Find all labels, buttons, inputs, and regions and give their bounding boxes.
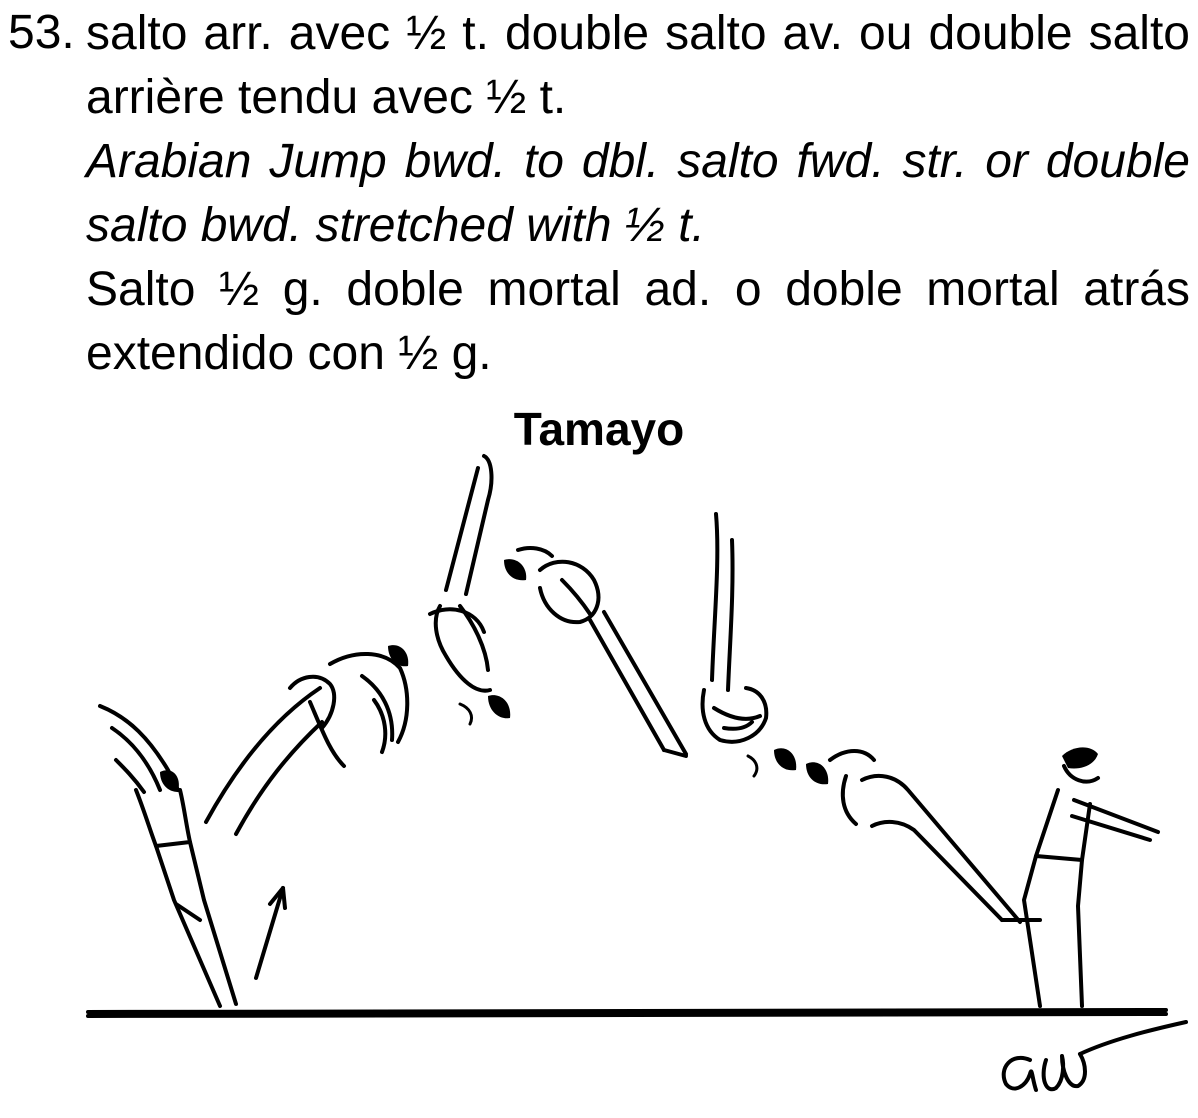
gymnast-figure-landing [1022,747,1160,1008]
description-french: salto arr. avec ½ t. double salto av. ou… [86,7,1190,124]
element-number: 53. [8,6,75,59]
description-spanish: Salto ½ g. doble mortal ad. o doble mort… [86,263,1190,380]
gymnast-figure-stretched-salto [504,546,688,758]
element-entry: 53. salto arr. avec ½ t. double salto av… [0,0,1198,392]
gymnast-figure-landing-approach [806,749,1042,924]
element-name-title: Tamayo [513,403,685,455]
gymnast-figure-inverted [428,454,511,726]
gymnast-figure-half-turn [204,645,410,836]
takeoff-arrow [254,886,287,980]
description-english: Arabian Jump bwd. to dbl. salto fwd. str… [86,135,1190,252]
gymnast-sequence-drawing [86,454,1188,1092]
gymnast-figure-takeoff [98,704,238,1008]
element-description: salto arr. avec ½ t. double salto av. ou… [86,2,1190,386]
gymnast-sequence-illustration [0,440,1198,1118]
gymnast-figure-legs-up [700,512,797,778]
floor-line [86,1008,1168,1018]
illustrator-signature [1001,1020,1188,1092]
